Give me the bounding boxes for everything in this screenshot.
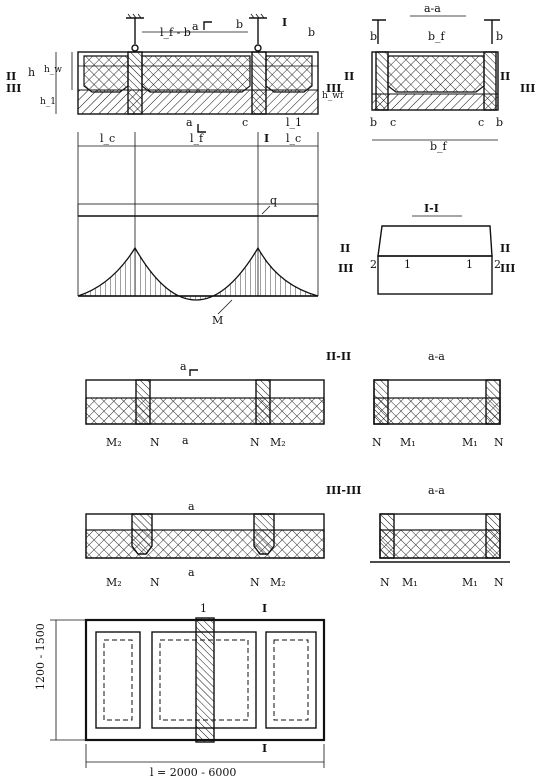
iiii-M2-left: M₂ (106, 436, 122, 449)
dim-hw: h_w (44, 65, 62, 75)
aa-mid-N-right: N (494, 436, 504, 449)
section-a-a-mid: a-a N M₁ M₁ N (372, 350, 504, 449)
label-II-II: II-II (326, 350, 351, 363)
iiii-marker-a-bottom: a (182, 434, 189, 447)
aa-dim-b-bl: b (370, 116, 377, 129)
aa-dim-bf: b_f (430, 140, 448, 153)
aa-low-N-left: N (380, 576, 390, 589)
load-q: q (270, 194, 277, 207)
plan-marker-I-bottom: I (262, 742, 267, 755)
plan-view: 1 I 1200 - 1500 I l = 2000 - 6000 (34, 602, 326, 779)
ii-num-1-left: 1 (404, 258, 411, 271)
label-III-III: III-III (326, 484, 361, 497)
marker-I-mid: I (264, 132, 269, 145)
dim-lf-minus-b: l_f - b (160, 26, 191, 39)
iiii-marker-a-top: a (180, 360, 187, 373)
aa-dim-c-right: c (478, 116, 484, 129)
label-a-a-low: a-a (428, 484, 445, 497)
dim-b-top: b (236, 18, 243, 31)
iii-marker-a-top: a (188, 500, 195, 513)
plan-height: 1200 - 1500 (34, 623, 47, 690)
marker-I-top: I (282, 16, 287, 29)
aa-low-M1-right: M₁ (462, 576, 478, 589)
marker-III-right-top: III (326, 82, 341, 95)
moment-diagram: M (77, 246, 319, 327)
aa-dim-b-right: b (496, 30, 503, 43)
section-III-III: III-III a a M₂ N N M₂ (85, 484, 361, 589)
top-dimensions: l_f - b a b I b II III h h_w h_1 h_wf II… (6, 16, 344, 150)
plan-marker-I-top: I (262, 602, 267, 615)
dim-h1: h_1 (40, 97, 56, 107)
label-a-a-top: a-a (424, 2, 441, 15)
load-diagram: q (77, 150, 319, 296)
top-panel-section (77, 51, 319, 115)
dim-c-top: c (242, 116, 248, 129)
section-a-a-low: a-a N M₁ M₁ N (370, 484, 510, 589)
aa-marker-II-left: II (344, 70, 354, 83)
iii-N-right: N (250, 576, 260, 589)
marker-a-top: a (192, 20, 199, 33)
aa-dim-b-br: b (496, 116, 503, 129)
iiii-M2-right: M₂ (270, 436, 286, 449)
plan-length: l = 2000 - 6000 (150, 766, 236, 779)
aa-dim-b1: b_f (428, 30, 446, 43)
dim-b-right: b (308, 26, 315, 39)
aa-low-N-right: N (494, 576, 504, 589)
iiii-N-left: N (150, 436, 160, 449)
marker-II-left: II (6, 70, 16, 83)
iiii-N-right: N (250, 436, 260, 449)
ii-marker-II-right: II (500, 242, 510, 255)
aa-mid-N-left: N (372, 436, 382, 449)
marker-III-left: III (6, 82, 21, 95)
section-I-I: I-I II III II III 2 1 1 2 (338, 202, 515, 295)
label-a-a-mid: a-a (428, 350, 445, 363)
dim-hwf: h_wf (322, 91, 344, 101)
aa-dim-c-left: c (390, 116, 396, 129)
moment-M: M (212, 314, 223, 327)
iii-N-left: N (150, 576, 160, 589)
dim-lf: l_f (190, 132, 204, 145)
label-I-I: I-I (424, 202, 439, 215)
ii-num-1-right: 1 (466, 258, 473, 271)
ii-marker-III-left: III (338, 262, 353, 275)
dim-l1: l_1 (286, 116, 302, 129)
aa-dim-b-left: b (370, 30, 377, 43)
aa-marker-III-right: III (520, 82, 535, 95)
top-supports (126, 13, 267, 52)
iii-marker-a-bottom: a (188, 566, 195, 579)
iii-M2-right: M₂ (270, 576, 286, 589)
ii-marker-III-right: III (500, 262, 515, 275)
ii-num-2-left: 2 (370, 258, 377, 271)
plan-num-1: 1 (200, 602, 207, 615)
marker-a-bottom: a (186, 116, 193, 129)
dim-lc-right: l_c (286, 132, 301, 145)
aa-marker-II-right: II (500, 70, 510, 83)
aa-mid-M1-left: M₁ (400, 436, 416, 449)
section-a-a-top: a-a b b_f b II II III b c c b b_f (344, 2, 535, 153)
section-II-II: II-II a M₂ N a N M₂ (85, 350, 351, 449)
dim-lc-left: l_c (100, 132, 115, 145)
aa-mid-M1-right: M₁ (462, 436, 478, 449)
aa-low-M1-left: M₁ (402, 576, 418, 589)
dim-h: h (28, 66, 35, 79)
ii-marker-II-left: II (340, 242, 350, 255)
iii-M2-left: M₂ (106, 576, 122, 589)
ii-num-2-right: 2 (494, 258, 501, 271)
